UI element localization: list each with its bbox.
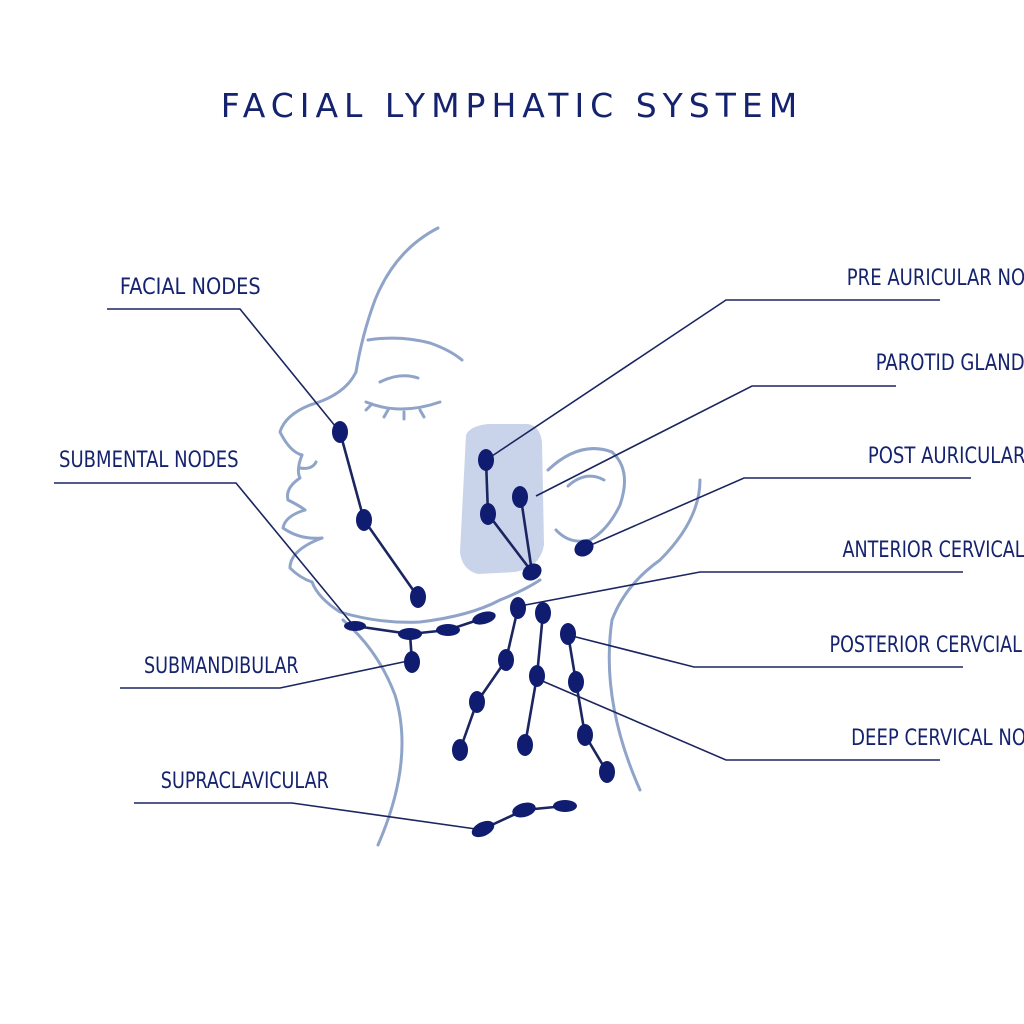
- leader-pre-auricular-nodes: [485, 299, 940, 461]
- supraclavicular-node: [553, 800, 577, 812]
- anterior-cervical-node: [469, 691, 485, 713]
- leader-anterior-cervical-nodes: [519, 571, 963, 607]
- label-facial-nodes: FACIAL NODES: [120, 274, 261, 299]
- label-pre-auricular-nodes: PRE AURICULAR NODES: [847, 264, 1024, 290]
- posterior-cervical-node: [577, 724, 593, 746]
- label-deep-cervical-nodes: DEEP CERVICAL NODES: [851, 724, 1024, 750]
- diagram-title: FACIAL LYMPHATIC SYSTEM: [220, 86, 804, 125]
- posterior-cervical-node: [599, 761, 615, 783]
- leader-post-auricular-nodes: [583, 477, 971, 549]
- deep-cervical-node: [535, 602, 551, 624]
- label-post-auricular-nodes: POST AURICULAR NODES: [868, 442, 1024, 468]
- pre-auricular-node: [478, 449, 494, 471]
- submandibular-node: [436, 624, 460, 636]
- deep-cervical-node: [517, 734, 533, 756]
- anterior-cervical-node: [510, 597, 526, 619]
- chain-pre-auricular: [484, 459, 534, 573]
- leader-supraclavicular: [134, 802, 484, 831]
- label-supraclavicular: SUPRACLAVICULAR: [161, 768, 329, 793]
- label-submandibular: SUBMANDIBULAR: [144, 653, 299, 678]
- submental-node: [344, 621, 366, 631]
- label-anterior-cervical-nodes: ANTERIOR CERVICAL NODES: [842, 537, 1024, 562]
- chain-facial: [338, 431, 420, 598]
- leader-facial-nodes: [107, 308, 341, 433]
- face-outline: [278, 226, 702, 847]
- leader-submental-nodes: [54, 482, 354, 626]
- chain-posterior-cervical: [566, 633, 609, 773]
- label-posterior-cervical-nodes: POSTERIOR CERVCIAL NODES: [829, 632, 1024, 657]
- supraclavicular-node: [471, 820, 495, 838]
- supraclavicular-node: [512, 802, 536, 818]
- submandibular-node: [472, 611, 496, 625]
- parotid-gland-shape: [460, 424, 544, 574]
- label-parotid-gland: PAROTID GLAND: [876, 349, 1024, 375]
- anterior-cervical-node: [498, 649, 514, 671]
- facial-node: [332, 421, 348, 443]
- pre-auricular-node: [480, 503, 496, 525]
- label-submental-nodes: SUBMENTAL NODES: [59, 446, 239, 472]
- post-auricular-node: [574, 539, 594, 557]
- leader-parotid-gland: [535, 385, 896, 497]
- submandibular-node: [398, 628, 422, 640]
- facial-node: [356, 509, 372, 531]
- anterior-cervical-node: [452, 739, 468, 761]
- leader-deep-cervical-nodes: [539, 679, 940, 761]
- parotid-node: [512, 486, 528, 508]
- lymph-nodes: [332, 421, 615, 838]
- facial-node: [410, 586, 426, 608]
- submandibular-node: [404, 651, 420, 673]
- parotid-node: [522, 563, 542, 581]
- chain-anterior-cervical: [458, 607, 520, 751]
- leader-lines: [54, 299, 971, 831]
- chain-submandibular: [354, 616, 485, 636]
- leader-posterior-cervical-nodes: [571, 635, 963, 668]
- labels: FACIAL NODES SUBMENTAL NODES SUBMANDIBUL…: [59, 264, 1024, 793]
- posterior-cervical-node: [568, 671, 584, 693]
- leader-submandibular: [120, 660, 409, 689]
- deep-cervical-node: [529, 665, 545, 687]
- posterior-cervical-node: [560, 623, 576, 645]
